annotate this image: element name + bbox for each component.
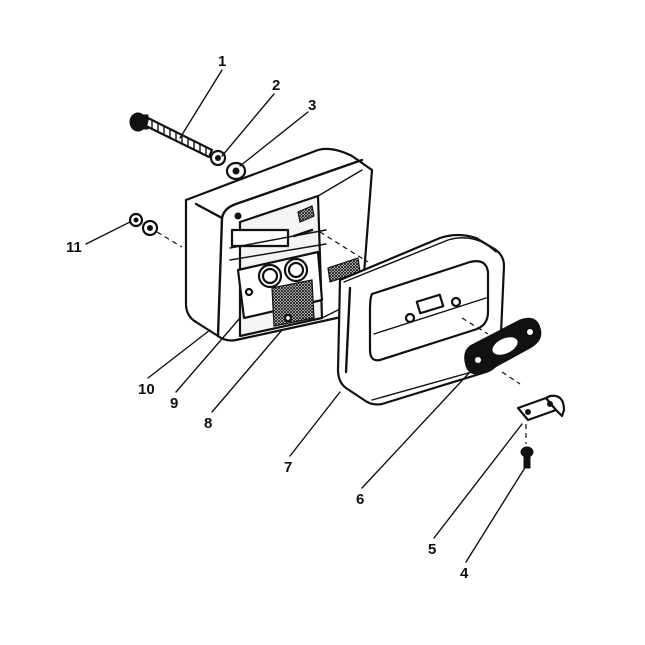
callout-lock-washer: 2 [272,77,280,94]
callout-flat-washer: 3 [308,97,316,114]
callout-muffler-cover: 10 [138,381,155,398]
screw-part [520,446,534,469]
nut-washer-part [128,212,183,248]
callout-gasket: 6 [356,491,364,508]
gasket-part [461,317,542,385]
spark-screen-part [271,231,369,327]
callout-nut-washer: 11 [66,239,82,256]
bracket-part [516,394,566,444]
callout-bolt: 1 [218,53,226,70]
callout-muffler-body: 7 [284,459,292,476]
flat-washer-part [225,161,247,181]
lock-washer-part [209,149,227,167]
callout-spark-screen: 8 [204,415,212,432]
leader-lines [85,69,527,563]
bolt-part [129,112,214,159]
callout-labels: 1 2 3 4 5 6 7 8 9 10 11 [66,53,469,582]
callout-bracket: 5 [428,541,436,558]
callout-heat-shield-plate: 9 [170,395,178,412]
callout-screw: 4 [460,565,469,582]
muffler-body-part [336,233,506,406]
